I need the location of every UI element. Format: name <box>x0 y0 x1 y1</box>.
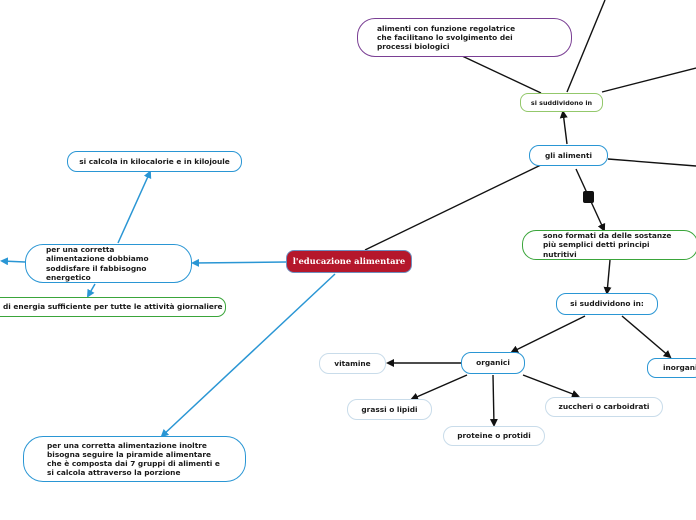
node-fabbisogno-label: per una corretta alimentazione dobbiamo … <box>46 245 149 282</box>
edge-organici-proteine <box>489 374 498 427</box>
node-proteine[interactable]: proteine o protidi <box>443 426 545 446</box>
node-piramide[interactable]: per una corretta alimentazione inoltre b… <box>23 436 246 482</box>
edge-fabbisogno-left <box>0 257 26 266</box>
edge-suddividono-up <box>566 0 606 93</box>
node-piramide-label: per una corretta alimentazione inoltre b… <box>47 440 220 478</box>
edge-organici-grassi <box>410 374 468 401</box>
edge-fabbisogno-calcola <box>117 170 152 244</box>
node-suddividono-mid[interactable]: si suddividono in: <box>556 293 658 315</box>
node-zuccheri-label: zuccheri o carboidrati <box>558 402 650 412</box>
node-suddividono-top-label: si suddividono in <box>530 98 593 107</box>
root-topic-label: l'educazione alimentare <box>292 256 406 267</box>
node-formati[interactable]: sono formati da delle sostanze più sempl… <box>522 230 696 260</box>
edge-suddividono-inorganici <box>621 315 672 359</box>
root-topic[interactable]: l'educazione alimentare <box>286 250 412 273</box>
node-grassi[interactable]: grassi o lipidi <box>347 399 432 420</box>
node-suddividono-mid-label: si suddividono in: <box>570 299 644 309</box>
edge-root-alimenti <box>364 162 546 251</box>
edge-suddividono-regolatrice <box>459 54 542 94</box>
edge-alimenti-right <box>607 158 696 167</box>
node-energia[interactable]: di energia sufficiente per tutte le atti… <box>0 297 226 317</box>
node-organici[interactable]: organici <box>461 352 525 374</box>
node-calcola[interactable]: si calcola in kilocalorie e in kilojoule <box>67 151 242 172</box>
node-vitamine-label: vitamine <box>334 358 371 368</box>
edge-suddividono-right <box>601 67 696 93</box>
edge-root-piramide <box>160 273 336 438</box>
node-fabbisogno[interactable]: per una corretta alimentazione dobbiamo … <box>25 244 192 283</box>
edge-fabbisogno-energia <box>86 283 96 298</box>
edge-alimenti-suddividono <box>559 110 568 145</box>
node-calcola-label: si calcola in kilocalorie e in kilojoule <box>79 156 230 166</box>
node-suddividono-top[interactable]: si suddividono in <box>520 93 603 112</box>
node-regolatrice-label: alimenti con funzione regolatrice che fa… <box>377 23 516 52</box>
node-inorganici-label: inorgani <box>663 363 696 373</box>
node-grassi-label: grassi o lipidi <box>361 404 418 414</box>
node-inorganici[interactable]: inorgani <box>647 358 696 378</box>
node-vitamine[interactable]: vitamine <box>319 353 386 374</box>
edge-root-fabbisogno <box>191 258 287 267</box>
node-proteine-label: proteine o protidi <box>457 431 531 441</box>
node-zuccheri[interactable]: zuccheri o carboidrati <box>545 397 663 417</box>
node-regolatrice[interactable]: alimenti con funzione regolatrice che fa… <box>357 18 572 57</box>
edge-formati-suddividono <box>603 259 612 295</box>
node-formati-label: sono formati da delle sostanze più sempl… <box>543 231 672 259</box>
edge-suddividono-organici <box>510 315 586 353</box>
node-alimenti-label: gli alimenti <box>544 150 593 160</box>
node-alimenti[interactable]: gli alimenti <box>529 145 608 166</box>
node-energia-label: di energia sufficiente per tutte le atti… <box>3 302 223 312</box>
connector-handle[interactable] <box>583 191 594 203</box>
node-organici-label: organici <box>476 358 510 368</box>
edge-organici-zuccheri <box>522 374 580 398</box>
